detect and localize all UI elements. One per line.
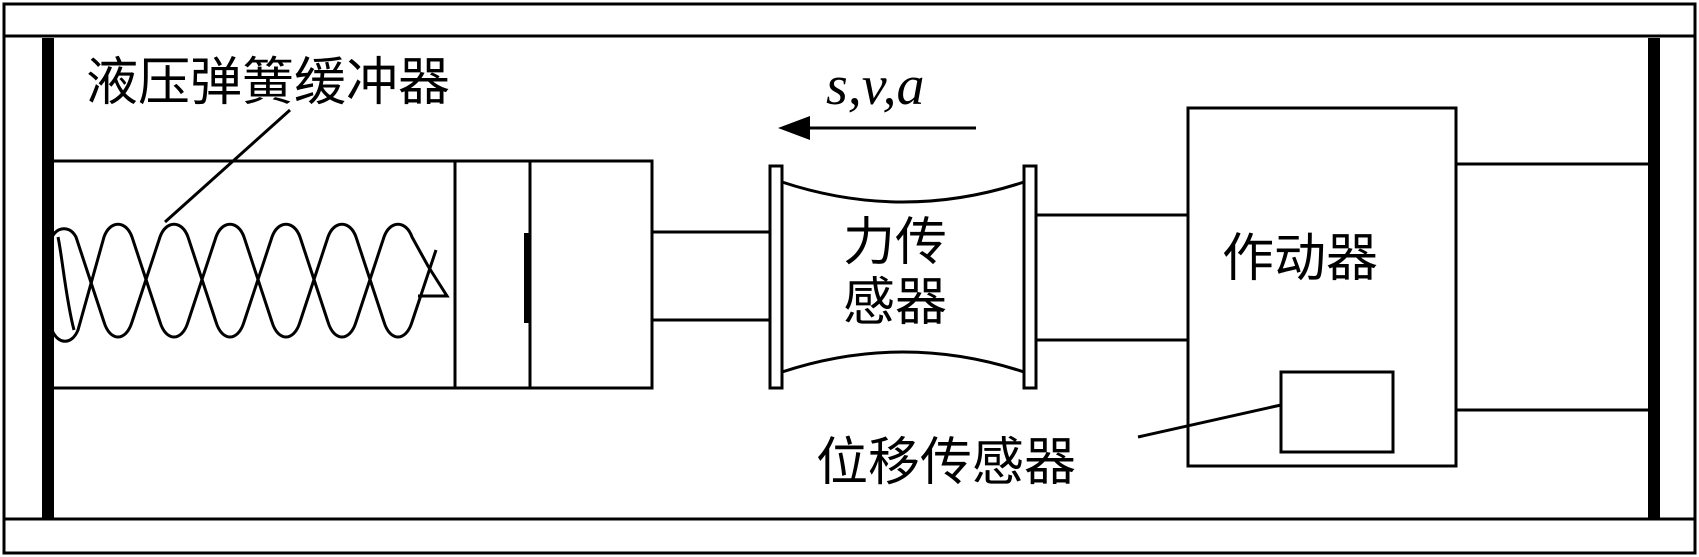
spring-icon [50, 222, 450, 343]
hydraulic-buffer-label: 液压弹簧缓冲器 [86, 53, 450, 113]
displacement-sensor-box [1279, 370, 1395, 454]
hydraulic-spring-buffer: 液压弹簧缓冲器 [50, 53, 654, 390]
arrow-left-icon [778, 116, 810, 140]
displacement-sensor-label: 位移传感器 [816, 433, 1076, 493]
buffer-leader-line [163, 108, 292, 224]
force-sensor-label-line2: 感器 [843, 273, 947, 333]
actuator-label: 作动器 [1222, 229, 1378, 289]
force-sensor-right-flange [1022, 164, 1038, 390]
force-sensor-left-flange [768, 164, 784, 390]
bottom-rail [2, 517, 1697, 555]
displacement-sensor-leader [1137, 403, 1282, 439]
buffer-cylinder [50, 159, 654, 390]
top-rail [2, 2, 1697, 38]
force-sensor-body [781, 180, 1025, 374]
motion-arrow: s,v,a [778, 55, 976, 140]
motion-vars-label: s,v,a [826, 55, 925, 117]
connecting-rods [652, 162, 1650, 412]
force-sensor: 力传 感器 [768, 164, 1038, 390]
actuator: 作动器 位移传感器 [816, 106, 1458, 493]
force-sensor-label-line1: 力传 [843, 213, 947, 273]
actuator-box [1186, 106, 1458, 468]
